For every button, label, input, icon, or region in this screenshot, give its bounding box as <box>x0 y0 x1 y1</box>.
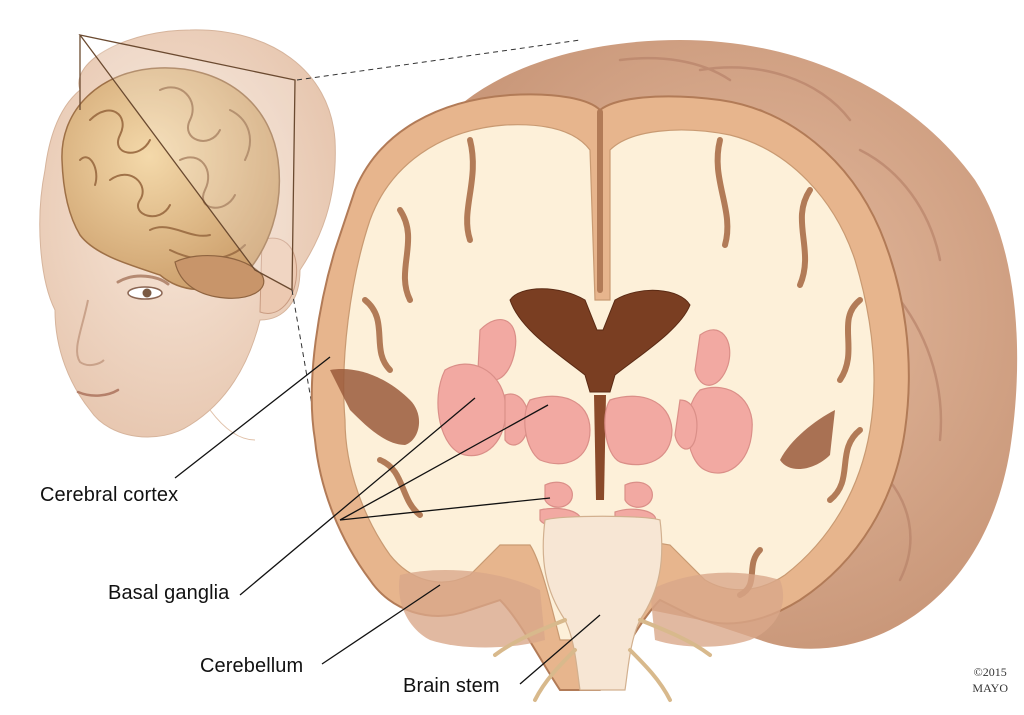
leader-lines <box>174 356 601 685</box>
thalamus-left <box>524 395 591 465</box>
head-inset <box>39 29 336 441</box>
leader-cerebral-cortex <box>174 356 331 479</box>
leader-basal-ganglia-1 <box>239 397 476 596</box>
label-basal-ganglia: Basal ganglia <box>108 582 230 604</box>
leader-basal-ganglia-2 <box>339 404 549 521</box>
sylvian-fissure-left <box>330 369 420 445</box>
label-brain-stem: Brain stem <box>403 675 500 697</box>
eyebrow <box>116 274 170 286</box>
iris <box>142 288 152 298</box>
label-cerebellum: Cerebellum <box>200 655 304 677</box>
nose <box>76 299 105 367</box>
copyright-year: ©2015 <box>973 665 1007 679</box>
copyright-notice: ©2015 MAYO <box>972 664 1008 696</box>
putamen-left <box>437 363 507 457</box>
small-brain-gyri <box>79 86 251 261</box>
small-brain <box>61 67 281 291</box>
sylvian-fissure-right <box>780 410 835 470</box>
lateral-ventricles <box>509 288 691 393</box>
copyright-owner: MAYO <box>972 681 1008 695</box>
leader-brain-stem <box>519 614 601 685</box>
third-ventricle <box>594 395 606 500</box>
ear <box>259 237 298 314</box>
cerebellum-right <box>650 572 784 647</box>
mouth <box>76 388 120 397</box>
subthalamic-left <box>544 481 573 508</box>
small-temporal-lobe <box>174 255 265 299</box>
globus-pallidus-right <box>674 399 698 450</box>
coronal-brain-section <box>310 40 1018 702</box>
leader-cerebellum <box>321 584 441 665</box>
caudate-right <box>694 329 731 386</box>
cerebellum <box>399 570 545 648</box>
neck <box>209 409 256 441</box>
thalamus-right <box>604 395 673 466</box>
subthalamic-right <box>624 481 653 508</box>
leader-basal-ganglia-3 <box>339 497 551 521</box>
basal-ganglia <box>437 319 753 528</box>
label-cerebral-cortex: Cerebral cortex <box>40 484 179 506</box>
nerve-roots <box>493 618 712 702</box>
